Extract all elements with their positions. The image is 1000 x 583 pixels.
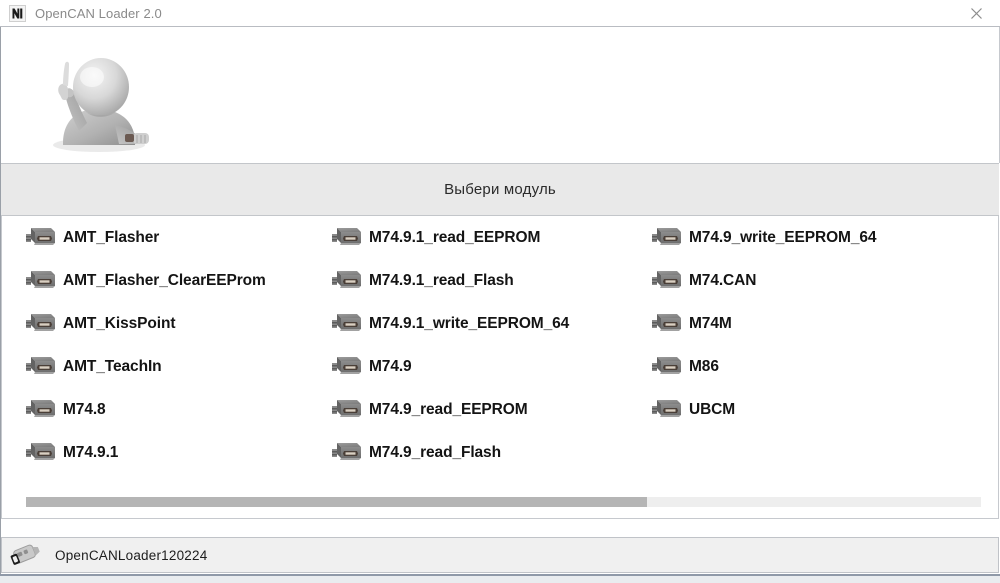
module-label: M86 <box>689 357 719 375</box>
scrollbar-track[interactable] <box>26 497 981 507</box>
close-icon[interactable] <box>956 0 996 26</box>
ecu-module-icon <box>650 268 684 294</box>
ecu-module-icon <box>24 397 58 423</box>
module-item-amt-kisspoint[interactable]: AMT_KissPoint <box>2 302 322 345</box>
module-item-amt-flasher[interactable]: AMT_Flasher <box>2 216 322 259</box>
banner-area <box>0 27 1000 163</box>
status-text: OpenCANLoader120224 <box>55 547 208 563</box>
ecu-module-icon <box>330 268 364 294</box>
module-label: M74.9.1_write_EEPROM_64 <box>369 314 570 332</box>
ecu-module-icon <box>330 354 364 380</box>
page-title: Выбери модуль <box>444 181 556 198</box>
ecu-module-icon <box>650 225 684 251</box>
module-label: AMT_Flasher <box>63 228 160 246</box>
module-item-m74-9-read-flash[interactable]: M74.9_read_Flash <box>322 431 642 474</box>
module-label: M74.9.1_read_Flash <box>369 271 514 289</box>
module-item-m74-9-1-read-flash[interactable]: M74.9.1_read_Flash <box>322 259 642 302</box>
module-label: M74.9.1_read_EEPROM <box>369 228 541 246</box>
module-column-1: AMT_Flasher AMT_Flasher_ClearEEProm <box>2 216 322 491</box>
module-item-ubcm[interactable]: UBCM <box>642 388 992 431</box>
can-adapter-icon <box>9 541 43 569</box>
module-item-amt-teachin[interactable]: AMT_TeachIn <box>2 345 322 388</box>
module-column-3: M74.9_write_EEPROM_64 M74.CAN <box>642 216 992 491</box>
ecu-module-icon <box>650 354 684 380</box>
window-title: OpenCAN Loader 2.0 <box>35 5 162 21</box>
ecu-module-icon <box>24 268 58 294</box>
module-item-m74-9-1-write-eeprom-64[interactable]: M74.9.1_write_EEPROM_64 <box>322 302 642 345</box>
desktop-taskbar[interactable] <box>0 574 1000 583</box>
ecu-module-icon <box>330 225 364 251</box>
module-item-m74-8[interactable]: M74.8 <box>2 388 322 431</box>
ecu-module-icon <box>24 225 58 251</box>
ecu-module-icon <box>24 354 58 380</box>
module-label: M74.9 <box>369 357 412 375</box>
ecu-module-icon <box>650 311 684 337</box>
title-bar: OpenCAN Loader 2.0 <box>0 0 1000 27</box>
ecu-module-icon <box>650 397 684 423</box>
module-label: M74.9_write_EEPROM_64 <box>689 228 877 246</box>
scrollbar-thumb[interactable] <box>26 497 647 507</box>
module-list[interactable]: AMT_Flasher AMT_Flasher_ClearEEProm <box>1 216 999 491</box>
ecu-module-icon <box>24 311 58 337</box>
module-label: M74.9.1 <box>63 443 119 461</box>
module-item-m74-9-1-read-eeprom[interactable]: M74.9.1_read_EEPROM <box>322 216 642 259</box>
module-label: M74.9_read_Flash <box>369 443 501 461</box>
module-item-m74m[interactable]: M74M <box>642 302 992 345</box>
horizontal-scrollbar[interactable] <box>1 491 999 519</box>
module-item-m74-9-write-eeprom-64[interactable]: M74.9_write_EEPROM_64 <box>642 216 992 259</box>
module-label: AMT_TeachIn <box>63 357 162 375</box>
module-column-2: M74.9.1_read_EEPROM M74.9.1_read_Flash <box>322 216 642 491</box>
module-item-amt-flasher-cleareeprom[interactable]: AMT_Flasher_ClearEEProm <box>2 259 322 302</box>
module-label: UBCM <box>689 400 736 418</box>
module-label: AMT_Flasher_ClearEEProm <box>63 271 266 289</box>
module-label: M74.9_read_EEPROM <box>369 400 528 418</box>
module-label: M74.8 <box>63 400 106 418</box>
window-left-edge <box>0 27 1 574</box>
module-item-m74-9-1[interactable]: M74.9.1 <box>2 431 322 474</box>
module-label: M74.CAN <box>689 271 757 289</box>
opencan-logo-icon <box>9 4 26 22</box>
ecu-module-icon <box>330 397 364 423</box>
module-label: M74M <box>689 314 732 332</box>
section-header: Выбери модуль <box>1 163 999 216</box>
module-item-m74-9[interactable]: M74.9 <box>322 345 642 388</box>
module-label: AMT_KissPoint <box>63 314 176 332</box>
ecu-module-icon <box>24 440 58 466</box>
module-columns: AMT_Flasher AMT_Flasher_ClearEEProm <box>2 216 998 491</box>
module-item-m74-9-read-eeprom[interactable]: M74.9_read_EEPROM <box>322 388 642 431</box>
module-item-m74-can[interactable]: M74.CAN <box>642 259 992 302</box>
status-bar: OpenCANLoader120224 <box>1 537 999 573</box>
pointing-figure-icon <box>19 39 169 159</box>
ecu-module-icon <box>330 311 364 337</box>
ecu-module-icon <box>330 440 364 466</box>
module-item-m86[interactable]: M86 <box>642 345 992 388</box>
